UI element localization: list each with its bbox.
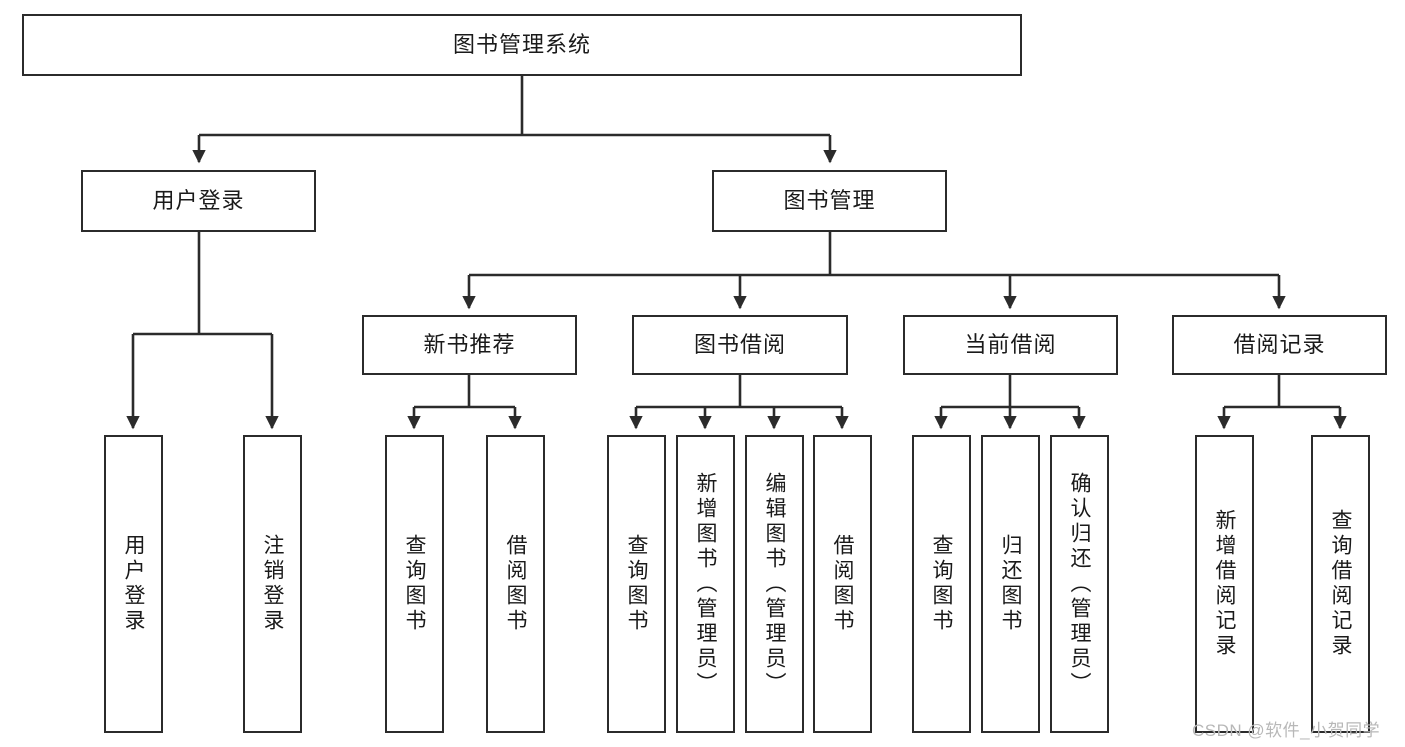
node-leaf-user-login[interactable]: 用户登录	[104, 435, 163, 733]
node-current-borrow[interactable]: 当前借阅	[903, 315, 1118, 375]
node-label: 图书借阅	[693, 332, 786, 358]
node-label: 注销登录	[261, 534, 284, 634]
node-label: 借阅记录	[1233, 332, 1326, 358]
node-label: 当前借阅	[964, 332, 1057, 358]
node-label: 图书管理系统	[452, 32, 591, 58]
node-label: 编辑图书（管理员）	[763, 471, 786, 697]
node-root-system[interactable]: 图书管理系统	[22, 14, 1022, 76]
node-leaf-borrow-book-2[interactable]: 借阅图书	[813, 435, 872, 733]
node-leaf-query-book-2[interactable]: 查询图书	[607, 435, 666, 733]
node-leaf-add-book[interactable]: 新增图书（管理员）	[676, 435, 735, 733]
node-leaf-query-book-1[interactable]: 查询图书	[385, 435, 444, 733]
node-label: 借阅图书	[504, 534, 527, 634]
node-leaf-edit-book[interactable]: 编辑图书（管理员）	[745, 435, 804, 733]
node-leaf-logout-login[interactable]: 注销登录	[243, 435, 302, 733]
node-label: 查询图书	[930, 534, 953, 634]
node-label: 查询借阅记录	[1329, 509, 1352, 659]
node-borrow-record[interactable]: 借阅记录	[1172, 315, 1387, 375]
node-leaf-query-book-3[interactable]: 查询图书	[912, 435, 971, 733]
node-label: 图书管理	[783, 188, 876, 214]
node-label: 用户登录	[122, 534, 145, 634]
node-label: 借阅图书	[831, 534, 854, 634]
node-user-login[interactable]: 用户登录	[81, 170, 316, 232]
node-leaf-borrow-book-1[interactable]: 借阅图书	[486, 435, 545, 733]
node-book-borrow[interactable]: 图书借阅	[632, 315, 848, 375]
node-leaf-return-book[interactable]: 归还图书	[981, 435, 1040, 733]
node-label: 用户登录	[152, 188, 245, 214]
node-label: 归还图书	[999, 534, 1022, 634]
node-leaf-add-record[interactable]: 新增借阅记录	[1195, 435, 1254, 733]
node-label: 新书推荐	[423, 332, 516, 358]
node-book-manage[interactable]: 图书管理	[712, 170, 947, 232]
node-label: 确认归还（管理员）	[1068, 471, 1091, 697]
node-new-book-recommend[interactable]: 新书推荐	[362, 315, 577, 375]
node-label: 查询图书	[403, 534, 426, 634]
node-leaf-confirm-return[interactable]: 确认归还（管理员）	[1050, 435, 1109, 733]
node-label: 查询图书	[625, 534, 648, 634]
node-leaf-query-record[interactable]: 查询借阅记录	[1311, 435, 1370, 733]
node-label: 新增借阅记录	[1213, 509, 1236, 659]
node-label: 新增图书（管理员）	[694, 471, 717, 697]
